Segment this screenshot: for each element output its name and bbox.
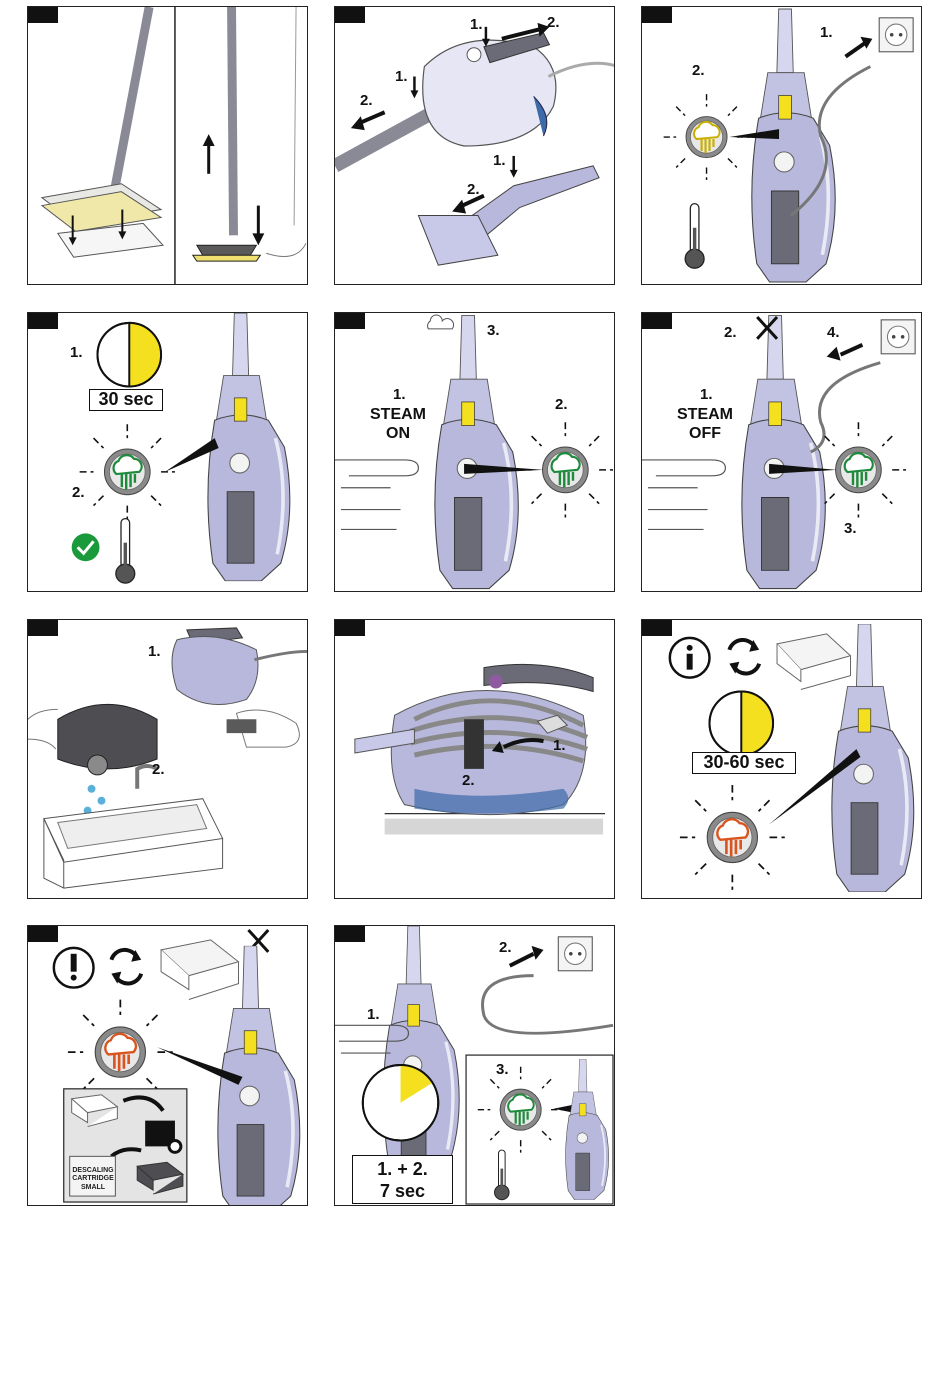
step-label: 2.: [360, 93, 373, 108]
step-label: 1.: [553, 738, 566, 753]
step-panel-9: 30-60 sec: [641, 619, 922, 899]
cartridge-label: DESCALING CARTRIDGE SMALL: [70, 1167, 116, 1192]
step-label: 4.: [827, 325, 840, 340]
step-label: 1.: [395, 69, 408, 84]
step-panel-8: 1. 2.: [334, 619, 615, 899]
step-label: 1.: [820, 25, 833, 40]
step-label: 1.: [367, 1007, 380, 1022]
time-box: 30 sec: [89, 389, 163, 411]
cycle-icon: [729, 640, 759, 674]
step-panel-10: DESCALING CARTRIDGE SMALL: [27, 925, 308, 1206]
step-label: 1.: [700, 387, 713, 402]
step-label: 1.: [148, 644, 161, 659]
step-label: 2.: [499, 940, 512, 955]
step-panel-4: 1. 30 sec 2.: [27, 312, 308, 592]
combo-label: 1. + 2.: [353, 1158, 452, 1180]
steam-on-illustration: [335, 313, 614, 591]
step-label: 3.: [487, 323, 500, 338]
empty-water-tank-illustration: [28, 620, 307, 898]
cartridge-label-line: DESCALING: [70, 1167, 116, 1175]
step-label: 3.: [496, 1062, 509, 1077]
steam-off-text: STEAM: [672, 407, 738, 423]
steam-on-text: STEAM: [365, 407, 431, 423]
step-label: 2.: [152, 762, 165, 777]
step-label: 2.: [555, 397, 568, 412]
step-label: 2.: [72, 485, 85, 500]
time-box: 30-60 sec: [692, 752, 796, 774]
combo-time-box: 1. + 2. 7 sec: [352, 1155, 453, 1204]
step-panel-7: 1. 2.: [27, 619, 308, 899]
cartridge-label-line: CARTRIDGE: [70, 1175, 116, 1183]
step-label: 2.: [467, 182, 480, 197]
step-label: 2.: [462, 773, 475, 788]
step-panel-11: 1. 2. 3. 1. + 2. 7 sec: [334, 925, 615, 1206]
floor-nozzle-illustration: [28, 7, 307, 284]
step-label: 3.: [844, 521, 857, 536]
cartridge-label-line: SMALL: [70, 1184, 116, 1192]
connect-accessories-illustration: [335, 7, 614, 284]
step-panel-3: 1. 2.: [641, 6, 922, 285]
step-panel-1: [27, 6, 308, 285]
cable-storage-illustration: [335, 620, 614, 898]
replace-cartridge-illustration: [28, 926, 307, 1205]
step-panel-2: 1. 2. 1. 2. 1. 2.: [334, 6, 615, 285]
step-label: 1.: [493, 153, 506, 168]
step-label: 1.: [393, 387, 406, 402]
plug-in-heat-illustration: [642, 7, 921, 284]
steam-off-illustration: [642, 313, 921, 591]
step-label: 2.: [547, 15, 560, 30]
step-label: 2.: [724, 325, 737, 340]
step-panel-6: 2. 4. 1. STEAM OFF 3.: [641, 312, 922, 592]
step-label: 2.: [692, 63, 705, 78]
steam-on-text: ON: [365, 426, 431, 442]
step-panel-5: 3. 1. STEAM ON 2.: [334, 312, 615, 592]
step-label: 1.: [70, 345, 83, 360]
steam-off-text: OFF: [672, 426, 738, 442]
time-label: 7 sec: [353, 1180, 452, 1202]
step-label: 1.: [470, 17, 483, 32]
